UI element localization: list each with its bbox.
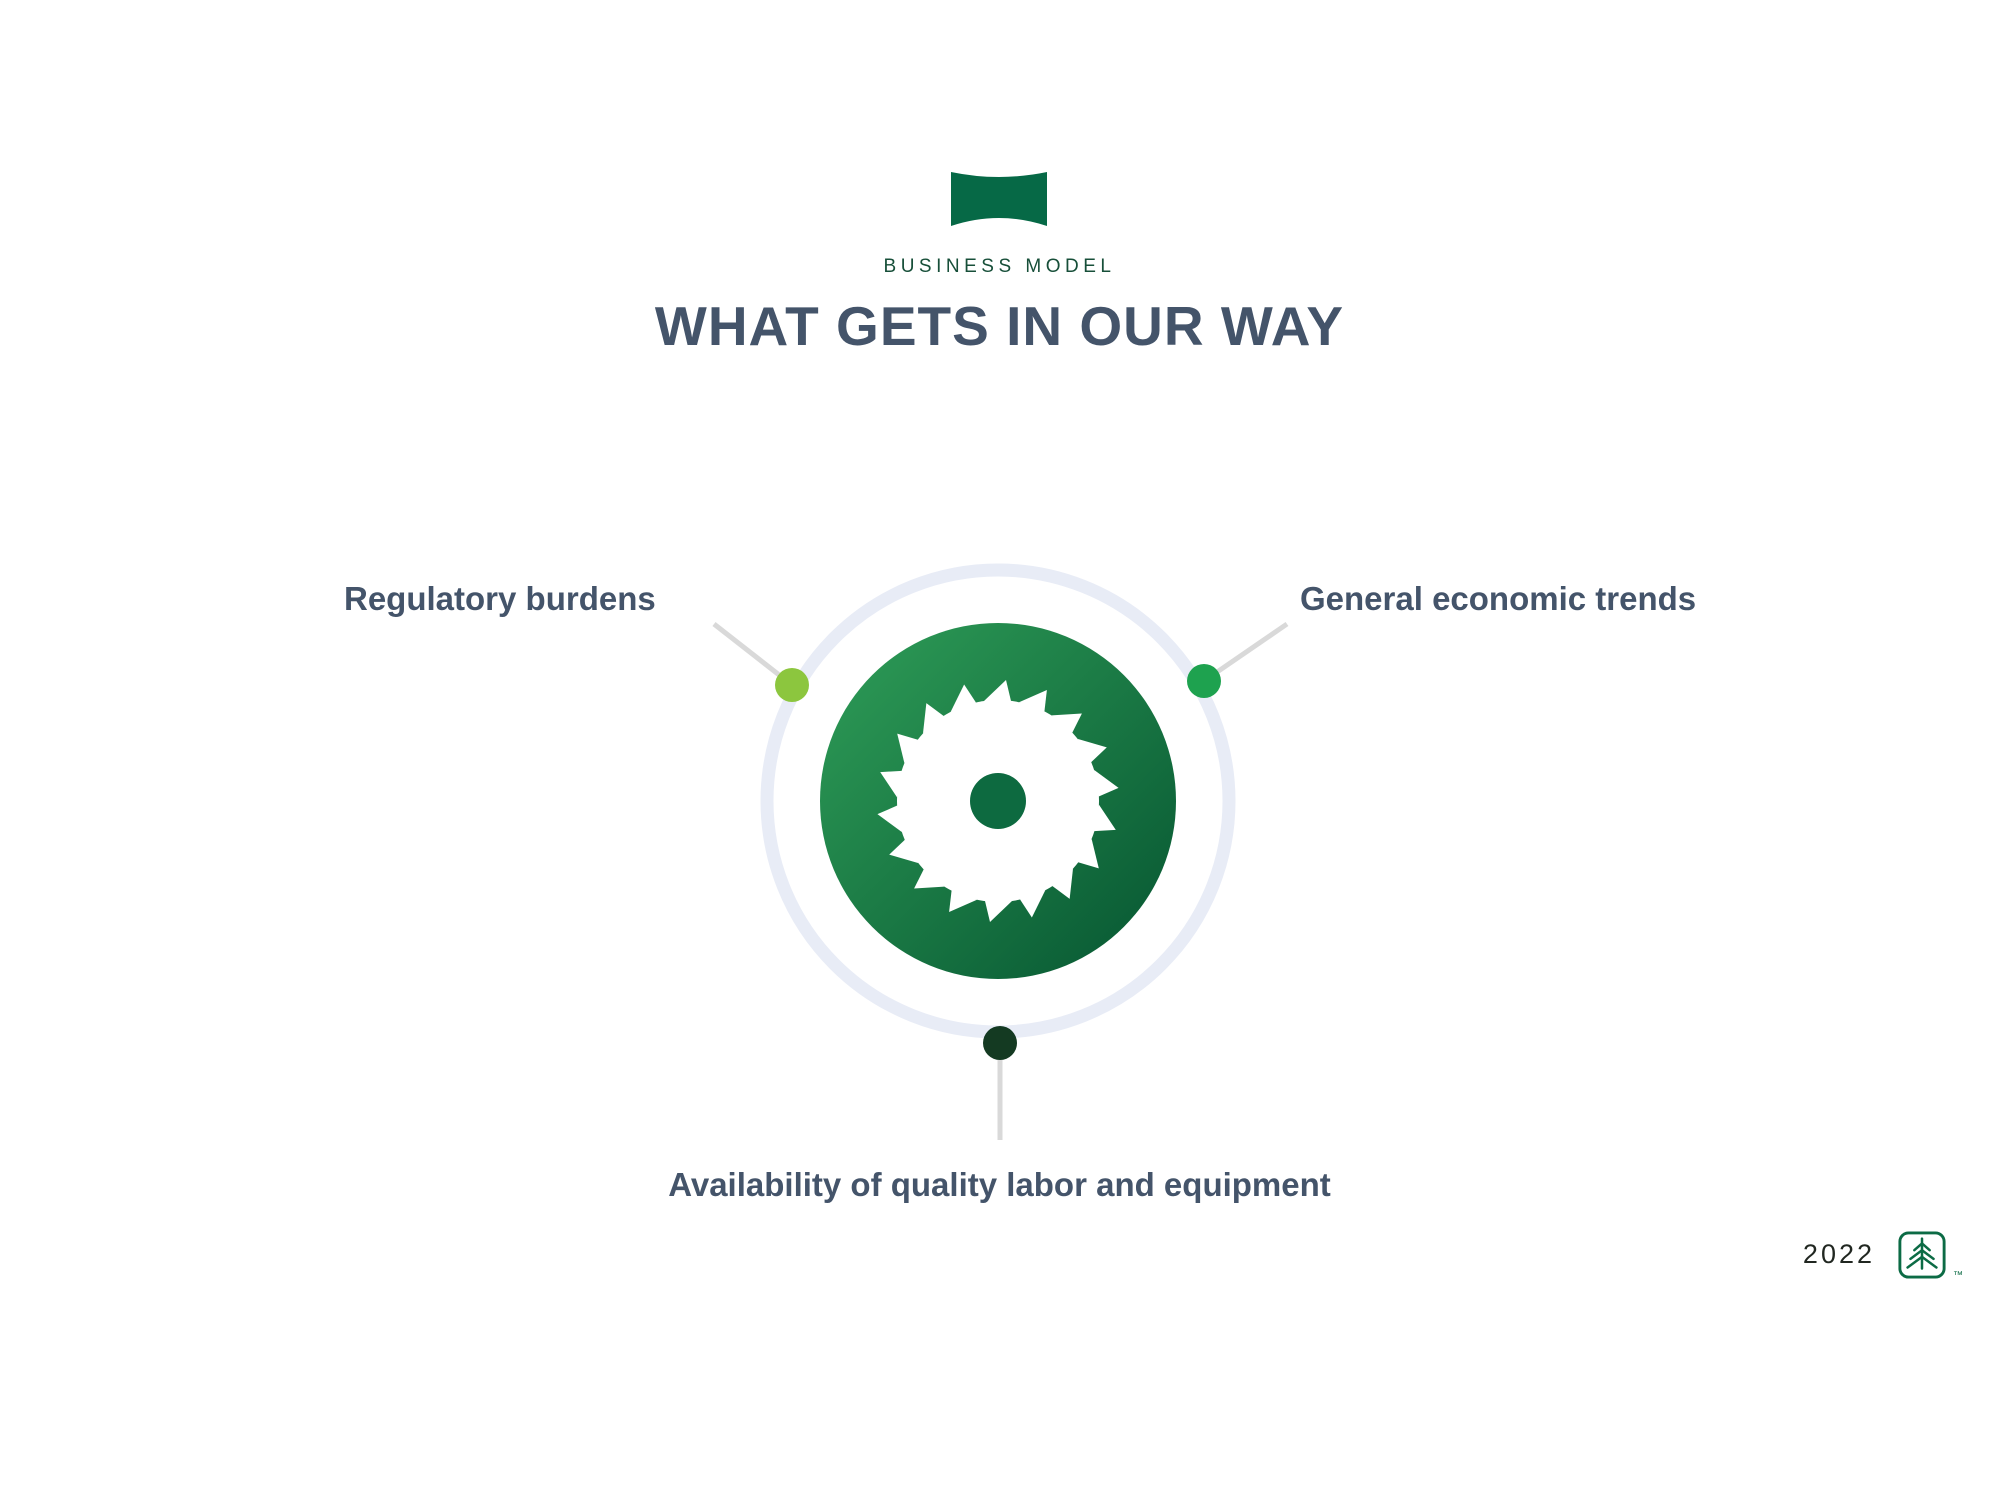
ribbon-shape: [951, 172, 1047, 226]
page-title: WHAT GETS IN OUR WAY: [654, 295, 1345, 357]
logo-tree: [1906, 1236, 1938, 1270]
tree-logo-icon: [1898, 1230, 1946, 1279]
footer: 2022 ™: [1803, 1228, 1963, 1281]
blade-hub: [970, 773, 1026, 829]
year-text: 2022: [1802, 1239, 1875, 1269]
dot-labor-equipment: [983, 1026, 1017, 1060]
label-economic-trends: General economic trends: [1300, 580, 1697, 617]
kicker-text: BUSINESS MODEL: [883, 256, 1116, 277]
ribbon-banner-icon: [951, 172, 1047, 226]
label-regulatory-burdens: Regulatory burdens: [344, 580, 656, 617]
dot-economic-trends: [1187, 664, 1221, 698]
label-labor-equipment: Availability of quality labor and equipm…: [668, 1166, 1331, 1203]
dot-regulatory-burdens: [775, 668, 809, 702]
logo-frame: [1898, 1230, 1946, 1279]
trademark-symbol: ™: [1953, 1270, 1963, 1281]
saw-blade-icon: [876, 680, 1120, 922]
